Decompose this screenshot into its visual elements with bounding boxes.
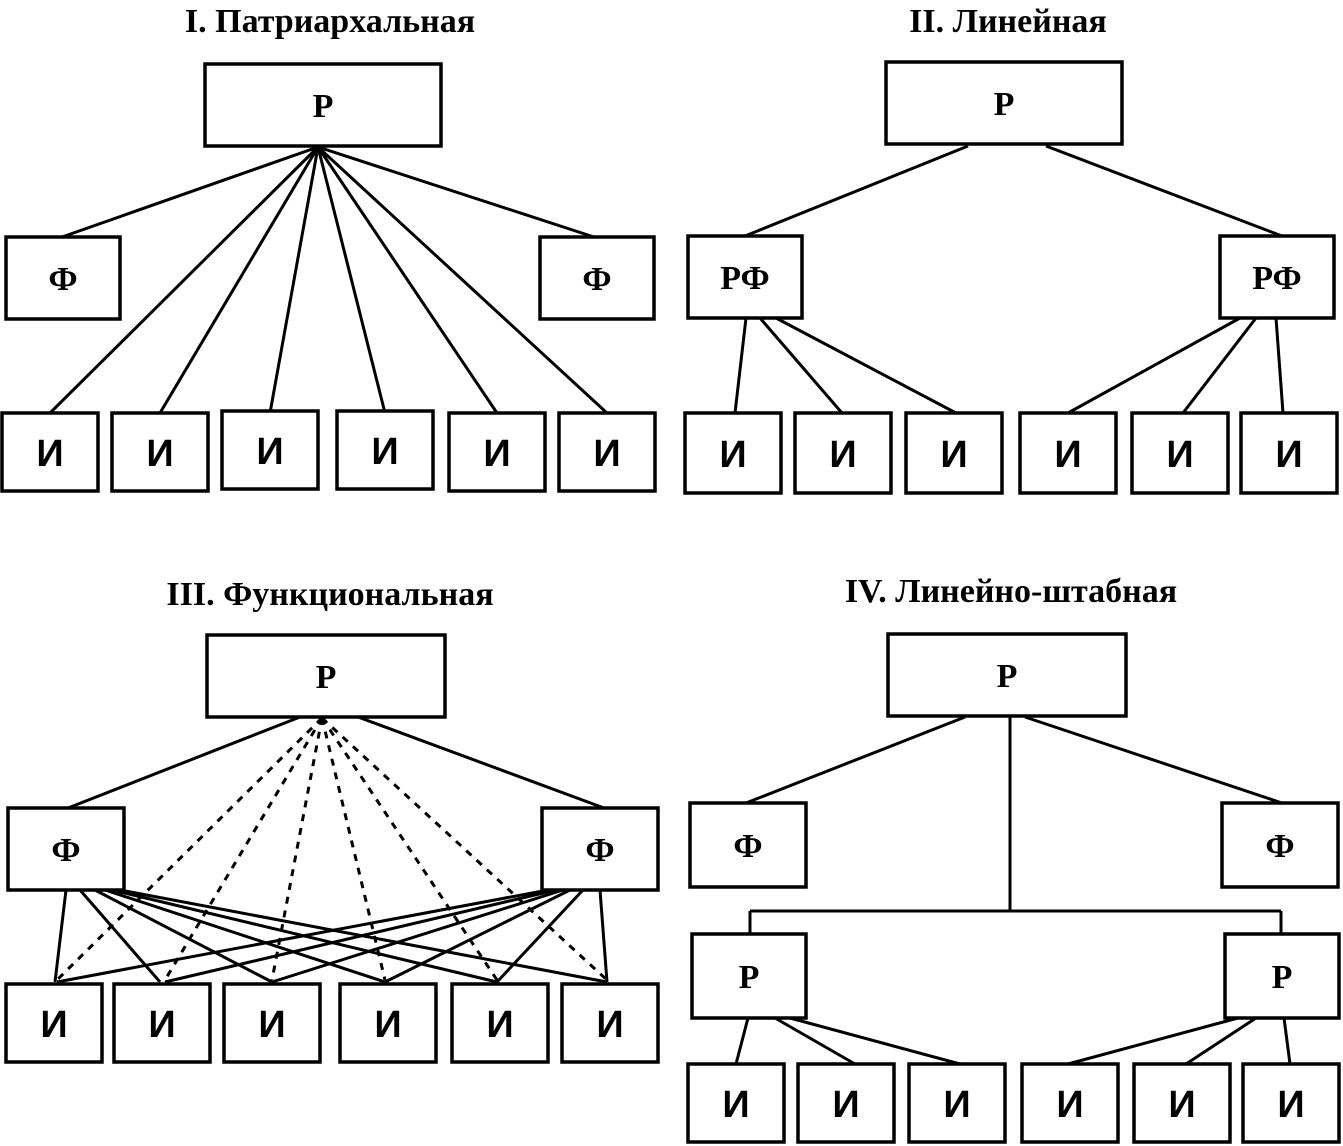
diagram-2-manager-box-left: РФ [686, 234, 804, 320]
diagram-3-functional-box-right: Ф [540, 806, 660, 892]
diagram-1-executor-label: И [256, 431, 283, 473]
diagram-2-title: II. Линейная [909, 3, 1107, 40]
diagram-4-staff-label-left: Ф [733, 828, 762, 865]
diagram-4-executor-label: И [832, 1084, 859, 1126]
diagram-2-head-box: Р [884, 60, 1124, 146]
diagram-4-staff-box-left: Ф [688, 801, 808, 889]
diagram-4-staff-box-right: Ф [1220, 801, 1340, 889]
diagram-4-line-manager-box-left: Р [690, 932, 808, 1020]
diagram-1-executors: И И И И И И [0, 409, 657, 493]
diagram-2-executor-label: И [719, 434, 746, 476]
diagram-2-executor-label: И [1166, 434, 1193, 476]
diagram-4-executor-label: И [1277, 1084, 1304, 1126]
diagram-4-title: IV. Линейно-штабная [845, 573, 1177, 610]
diagram-3-head-label: Р [316, 659, 337, 696]
diagram-1-executor-label: И [483, 433, 510, 475]
diagram-3-executor-label: И [148, 1004, 175, 1046]
diagram-4-executor-label: И [943, 1084, 970, 1126]
diagram-3-functional-label-left: Ф [51, 832, 80, 869]
diagram-1-executor-label: И [371, 431, 398, 473]
diagram-2-executor-label: И [940, 434, 967, 476]
diagram-1-executor-label: И [36, 433, 63, 475]
diagram-2-manager-label-left: РФ [720, 260, 769, 297]
diagram-3-executor-label: И [596, 1004, 623, 1046]
diagram-2-connectors [733, 144, 1285, 415]
diagram-2-executor-label: И [1054, 434, 1081, 476]
diagram-4-connectors [734, 715, 1292, 1066]
diagram-line-staff: IV. Линейно-штабная Р Ф Ф [686, 573, 1341, 1144]
diagram-2-manager-box-right: РФ [1218, 234, 1336, 320]
diagram-4-staff-label-right: Ф [1265, 828, 1294, 865]
diagram-4-line-manager-label-left: Р [739, 959, 760, 996]
diagram-3-title: III. Функциональная [166, 576, 493, 613]
diagram-3-functional-label-right: Ф [585, 832, 614, 869]
diagram-1-head-label: Р [313, 88, 334, 125]
diagram-4-head-box: Р [886, 632, 1128, 718]
diagram-1-functional-label-left: Ф [48, 261, 77, 298]
diagram-linear: II. Линейная Р РФ РФ И И [683, 3, 1339, 495]
diagram-1-functional-label-right: Ф [582, 261, 611, 298]
diagram-3-executor-label: И [40, 1004, 67, 1046]
diagram-1-functional-box-left: Ф [4, 235, 122, 321]
diagram-1-connectors [48, 145, 609, 415]
diagram-3-head-box: Р [205, 633, 447, 719]
diagram-4-head-label: Р [997, 658, 1018, 695]
diagram-4-executor-label: И [722, 1084, 749, 1126]
diagram-patriarchal: I. Патриархальная Р Ф Ф И И [0, 3, 657, 493]
diagram-2-executors: И И И И И И [683, 411, 1339, 495]
diagram-1-title: I. Патриархальная [185, 3, 475, 40]
diagram-4-executor-label: И [1056, 1084, 1083, 1126]
diagram-2-executor-label: И [829, 434, 856, 476]
diagram-1-head-box: Р [203, 62, 443, 148]
diagram-1-executor-label: И [593, 433, 620, 475]
diagram-functional: III. Функциональная [4, 576, 660, 1064]
diagram-3-executor-label: И [374, 1004, 401, 1046]
diagram-4-executor-label: И [1168, 1084, 1195, 1126]
diagram-2-head-label: Р [994, 86, 1015, 123]
diagram-2-manager-label-right: РФ [1252, 260, 1301, 297]
diagram-3-functional-box-left: Ф [6, 806, 126, 892]
diagram-1-functional-box-right: Ф [538, 235, 656, 321]
diagram-4-executors: И И И И И И [686, 1062, 1341, 1144]
diagram-3-executor-label: И [486, 1004, 513, 1046]
diagram-4-line-manager-box-right: Р [1223, 932, 1341, 1020]
diagram-3-executor-label: И [258, 1004, 285, 1046]
diagram-3-connectors [53, 715, 609, 984]
diagram-3-executors: И И И И И И [4, 982, 660, 1064]
diagram-2-executor-label: И [1275, 434, 1302, 476]
diagram-1-executor-label: И [146, 433, 173, 475]
diagram-4-line-manager-label-right: Р [1272, 959, 1293, 996]
